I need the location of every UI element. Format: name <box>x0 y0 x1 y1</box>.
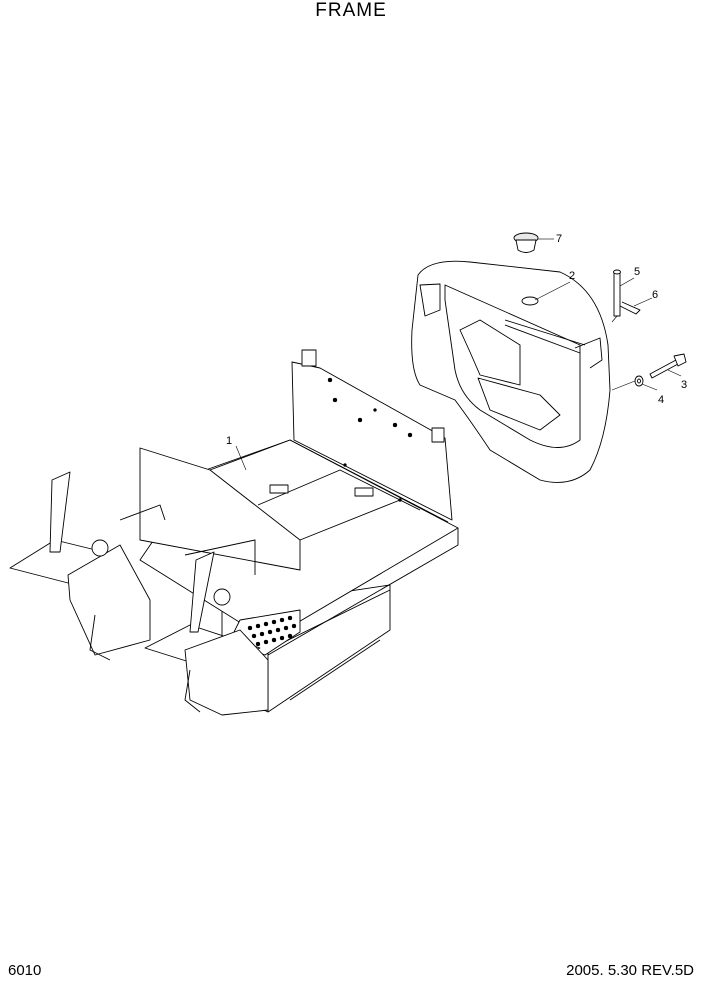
frame-assembly <box>9 349 459 716</box>
left-bracket <box>67 544 151 656</box>
counterweight-hole <box>521 296 539 306</box>
callout-2: 2 <box>569 270 575 282</box>
step-perforations <box>247 615 297 647</box>
revision-label: 2005. 5.30 REV.5D <box>566 962 694 979</box>
page-number: 6010 <box>8 962 42 979</box>
callout-7: 7 <box>556 233 562 245</box>
callout-6: 6 <box>652 289 658 301</box>
frame-left-wall <box>139 447 301 571</box>
callout-1: 1 <box>226 435 232 447</box>
page-title: FRAME <box>315 0 387 21</box>
cap <box>513 232 539 253</box>
callout-5: 5 <box>634 266 640 278</box>
pin <box>613 269 621 317</box>
counterweight <box>411 260 611 483</box>
right-post <box>189 551 215 633</box>
frame-rear-wall <box>291 361 453 521</box>
callout-3: 3 <box>681 379 687 391</box>
clip <box>619 301 641 315</box>
bolt <box>649 353 687 379</box>
leader-lines <box>235 238 682 471</box>
right-bracket <box>184 629 269 716</box>
callout-4: 4 <box>658 394 664 406</box>
left-post <box>49 471 71 553</box>
counterweight-body <box>411 260 611 483</box>
washer <box>634 375 644 387</box>
